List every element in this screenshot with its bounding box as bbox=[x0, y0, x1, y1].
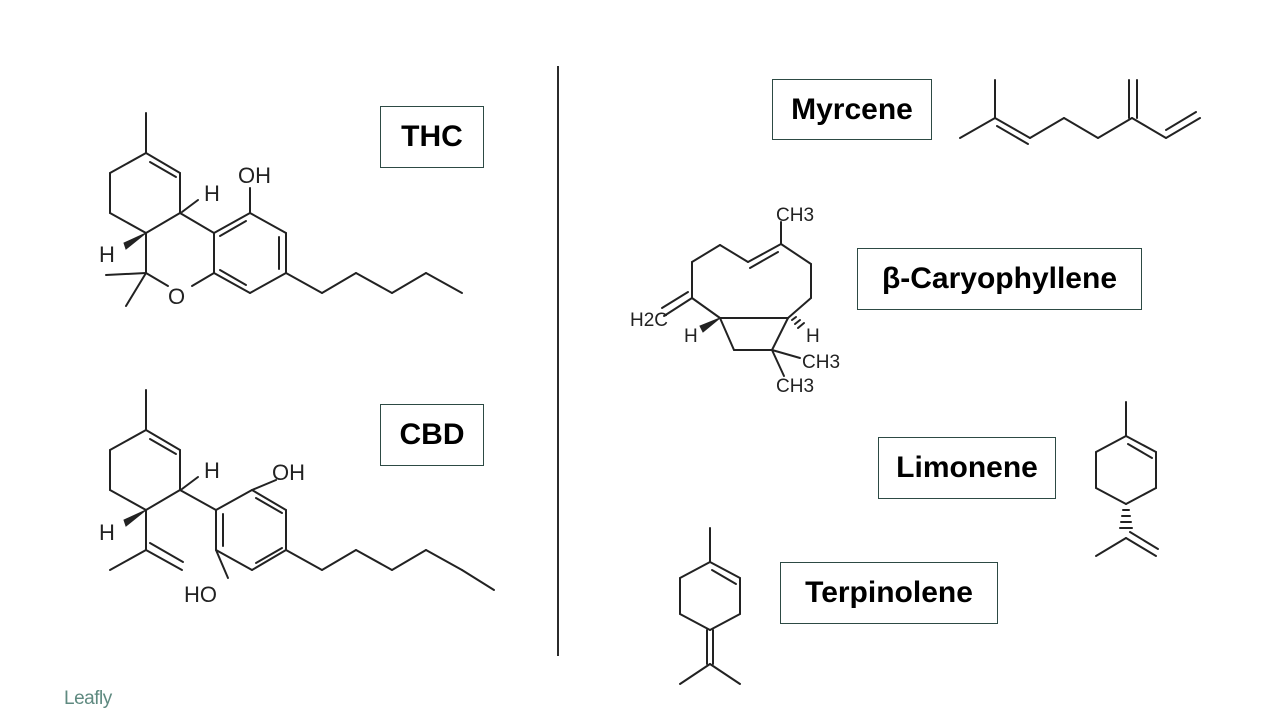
caryo-ch3-right: CH3 bbox=[802, 352, 840, 373]
thc-h-label-left: H bbox=[99, 242, 115, 267]
thc-h-label-top: H bbox=[204, 181, 220, 206]
cbd-oh-label: OH bbox=[272, 460, 305, 485]
caryo-ch3-bottom: CH3 bbox=[776, 376, 814, 397]
thc-label: THC bbox=[380, 106, 484, 168]
leafly-logo: Leafly bbox=[64, 688, 112, 709]
limonene-label: Limonene bbox=[878, 437, 1056, 499]
myrcene-structure bbox=[959, 79, 1201, 145]
cbd-h-label-top: H bbox=[204, 458, 220, 483]
cbd-structure: OH H H HO bbox=[99, 389, 495, 607]
caryo-ch3-top: CH3 bbox=[776, 205, 814, 226]
cbd-h-label-left: H bbox=[99, 520, 115, 545]
caryo-h-left: H bbox=[684, 326, 698, 347]
terpinolene-structure bbox=[679, 527, 741, 685]
caryo-h2c-label: H2C bbox=[630, 310, 668, 331]
limonene-structure bbox=[1095, 401, 1159, 557]
thc-oh-label: OH bbox=[238, 163, 271, 188]
caryophyllene-label: β-Caryophyllene bbox=[857, 248, 1142, 310]
thc-o-label: O bbox=[168, 284, 185, 309]
section-divider bbox=[557, 66, 559, 656]
caryo-h-right: H bbox=[806, 326, 820, 347]
cbd-ho-label: HO bbox=[184, 582, 217, 607]
caryophyllene-structure: CH3 H2C H H CH3 CH3 bbox=[630, 205, 840, 397]
thc-structure: OH H H O bbox=[99, 112, 463, 309]
cbd-label: CBD bbox=[380, 404, 484, 466]
myrcene-label: Myrcene bbox=[772, 79, 932, 140]
terpinolene-label: Terpinolene bbox=[780, 562, 998, 624]
